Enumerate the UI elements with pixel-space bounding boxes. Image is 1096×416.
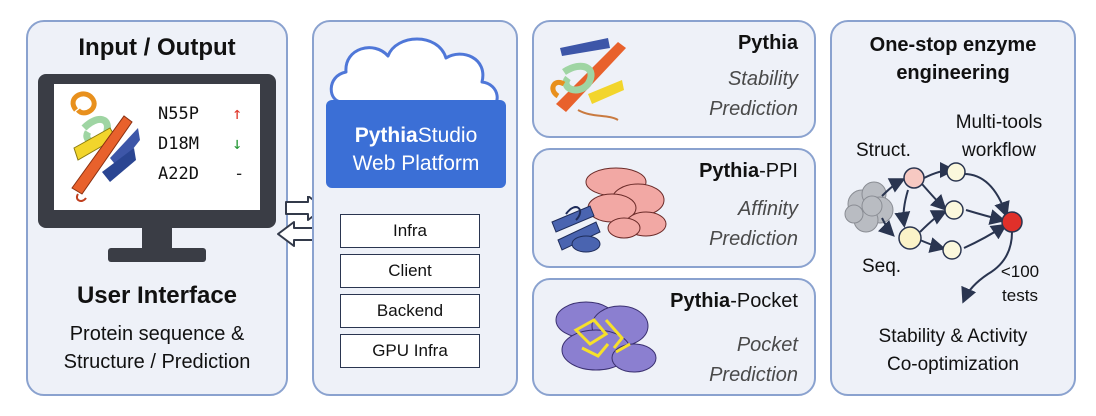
stack-item-infra: Infra	[340, 214, 480, 248]
stack-item-client: Client	[340, 254, 480, 288]
stack-item-gpu-infra: GPU Infra	[340, 334, 480, 368]
platform-line2: Web Platform	[352, 152, 480, 175]
mutation-row: N55P ↑	[158, 104, 268, 128]
tool-name: Pythia-PPI	[640, 160, 798, 183]
tool-task-line2: Prediction	[709, 364, 798, 386]
platform-name-bold: Pythia	[354, 124, 418, 147]
stack-item-backend: Backend	[340, 294, 480, 328]
io-desc-line2: Structure / Prediction	[63, 351, 251, 373]
workflow-node	[903, 167, 925, 189]
tool-card-stability	[532, 20, 816, 138]
workflow-node	[944, 200, 964, 220]
platform-name: PythiaStudio	[326, 124, 506, 148]
struct-label: Struct.	[856, 140, 911, 161]
edge	[963, 223, 1008, 249]
protein-structure-icon	[70, 91, 140, 202]
down-arrow-icon: ↓	[232, 134, 243, 154]
seq-label: Seq.	[862, 256, 902, 277]
edge	[961, 231, 1013, 304]
tool-name-bold: Pythia	[670, 290, 731, 312]
edge	[919, 210, 948, 233]
edge	[919, 237, 946, 253]
tool-task-line2: Prediction	[709, 228, 798, 250]
protein-structure-icon	[551, 167, 667, 253]
platform-name-rest: Studio	[417, 124, 478, 147]
workflow-node	[898, 226, 922, 250]
tool-name-rest: -Pocket	[730, 290, 798, 312]
edge	[877, 217, 895, 237]
workflow-title-line1: One-stop enzyme	[869, 34, 1037, 56]
workflow-graph	[844, 162, 1023, 304]
result-line1: Stability & Activity	[878, 326, 1028, 347]
multi-tools-line1: Multi-tools	[955, 112, 1043, 133]
edge	[963, 173, 1010, 218]
tool-name-bold: Pythia	[699, 160, 760, 182]
mutation-code: A22D	[158, 164, 199, 184]
tool-name-bold: Pythia	[737, 32, 798, 54]
tool-name-rest: -PPI	[759, 160, 798, 182]
protein-blob-icon	[844, 181, 894, 233]
edge	[881, 178, 906, 197]
workflow-title-line2: engineering	[896, 62, 1010, 84]
edge	[894, 189, 911, 228]
tool-name: Pythia	[640, 32, 798, 55]
up-arrow-icon: ↑	[232, 104, 243, 124]
tests-line2: tests	[1002, 286, 1038, 305]
mutation-code: N55P	[158, 104, 199, 124]
workflow-node	[946, 162, 966, 182]
mutation-row: D18M ↓	[158, 134, 268, 158]
io-title: Input / Output	[78, 34, 236, 61]
workflow-node	[1001, 211, 1023, 233]
tool-task-line1: Pocket	[736, 334, 798, 356]
io-subtitle: User Interface	[76, 282, 238, 309]
protein-structure-icon	[555, 301, 657, 373]
tool-task-line1: Stability	[727, 68, 798, 90]
mutation-code: D18M	[158, 134, 199, 154]
edge	[921, 183, 947, 211]
io-desc-line1: Protein sequence &	[69, 323, 245, 345]
tool-task-line1: Affinity	[737, 198, 798, 220]
result-line2: Co-optimization	[887, 354, 1019, 375]
edge	[965, 209, 1006, 225]
mutation-row: A22D -	[158, 164, 268, 188]
neutral-mark: -	[234, 164, 245, 184]
tool-name: Pythia-Pocket	[630, 290, 798, 313]
protein-structure-icon	[550, 38, 626, 121]
tests-line1: <100	[1000, 262, 1040, 281]
tool-task-line2: Prediction	[709, 98, 798, 120]
monitor-icon	[38, 74, 276, 262]
multi-tools-line2: workflow	[962, 140, 1036, 161]
cloud-icon	[326, 37, 506, 188]
workflow-node	[942, 240, 962, 260]
